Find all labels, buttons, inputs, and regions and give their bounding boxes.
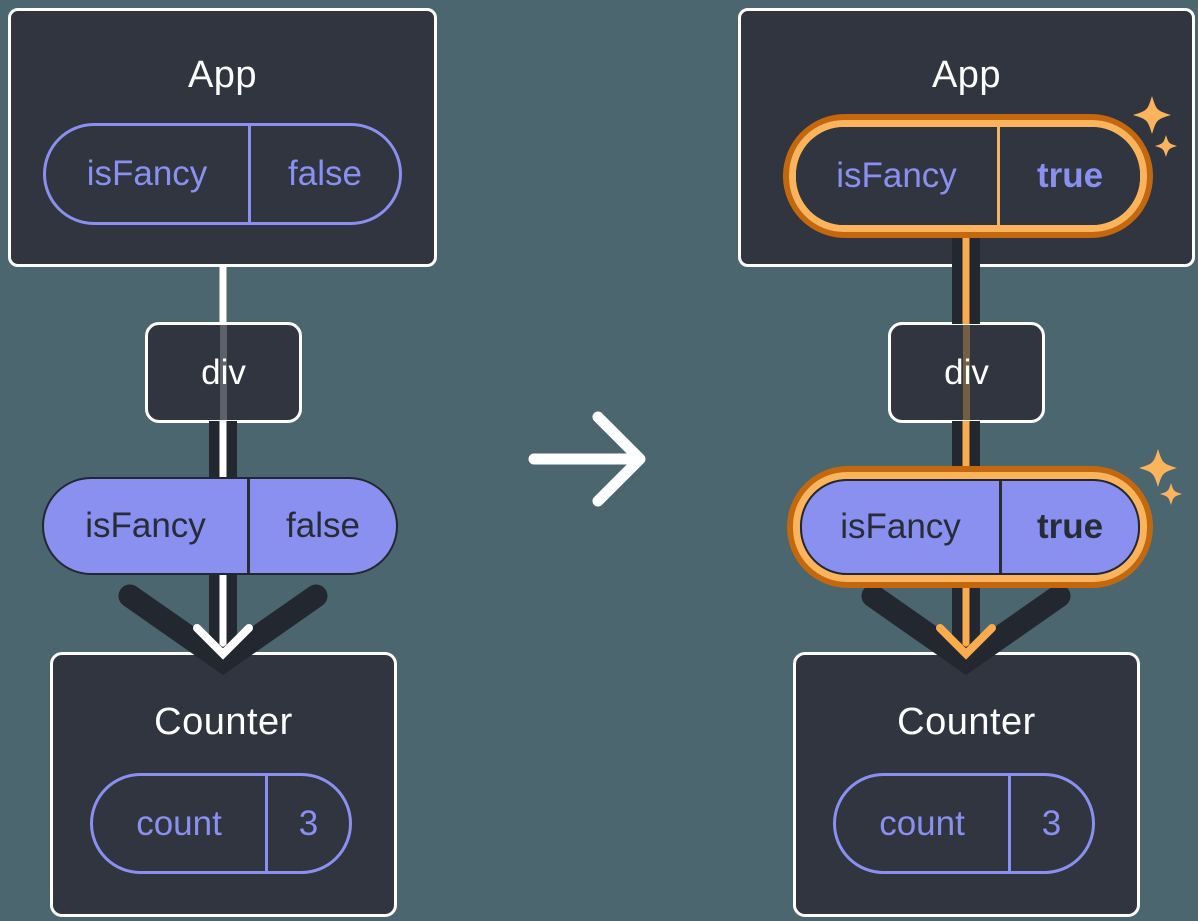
- app-component-box: App isFancy false: [8, 8, 437, 267]
- state-name: count: [136, 803, 222, 843]
- state-name: count: [879, 803, 965, 843]
- node-label: div: [201, 352, 246, 392]
- div-node-box: div: [888, 322, 1045, 423]
- state-name: isFancy: [86, 154, 208, 193]
- render-edge-div-pill: [219, 421, 227, 480]
- highlighted-prop-edge-app-div: [962, 236, 970, 324]
- state-value: true: [997, 127, 1140, 225]
- prop-arrow-chevron-icon: [118, 584, 328, 676]
- highlighted-passed-prop-pill: isFancy true: [787, 466, 1153, 588]
- state-pill: isFancy false: [43, 123, 402, 225]
- prop-name: isFancy: [85, 506, 206, 545]
- component-title: App: [187, 54, 258, 96]
- down-arrowhead-icon: [936, 624, 996, 660]
- highlighted-prop-edge-div-pill: [962, 421, 970, 470]
- component-title: App: [931, 54, 1002, 96]
- prop-value: false: [247, 479, 396, 573]
- counter-component-box: Counter count 3: [793, 652, 1140, 917]
- prop-arrow-chevron-icon: [861, 584, 1071, 676]
- down-arrowhead-icon: [193, 624, 253, 660]
- state-pill: count 3: [90, 773, 352, 874]
- render-edge-app-div: [219, 265, 227, 325]
- state-value: false: [248, 126, 399, 222]
- prop-name: isFancy: [840, 507, 961, 546]
- highlight-ring: isFancy true: [793, 472, 1147, 582]
- highlighted-state-pill: isFancy true: [783, 114, 1153, 238]
- highlighted-prop-edge-pill-counter: [962, 584, 970, 652]
- state-value: 3: [1008, 776, 1092, 871]
- highlight-ring: isFancy true: [789, 120, 1147, 232]
- passed-prop-pill: isFancy false: [42, 477, 398, 575]
- prop-value: true: [999, 481, 1138, 573]
- node-label: div: [944, 352, 989, 392]
- counter-component-box: Counter count 3: [50, 652, 397, 917]
- component-title: Counter: [154, 701, 293, 743]
- pass-through-line: [963, 325, 970, 420]
- component-title: Counter: [897, 701, 1036, 743]
- render-edge-pill-counter: [219, 572, 227, 652]
- pass-through-line: [220, 325, 227, 420]
- state-name: isFancy: [836, 156, 957, 195]
- state-pill: count 3: [833, 773, 1095, 874]
- state-value: 3: [265, 776, 349, 871]
- right-arrow-icon: [528, 411, 646, 507]
